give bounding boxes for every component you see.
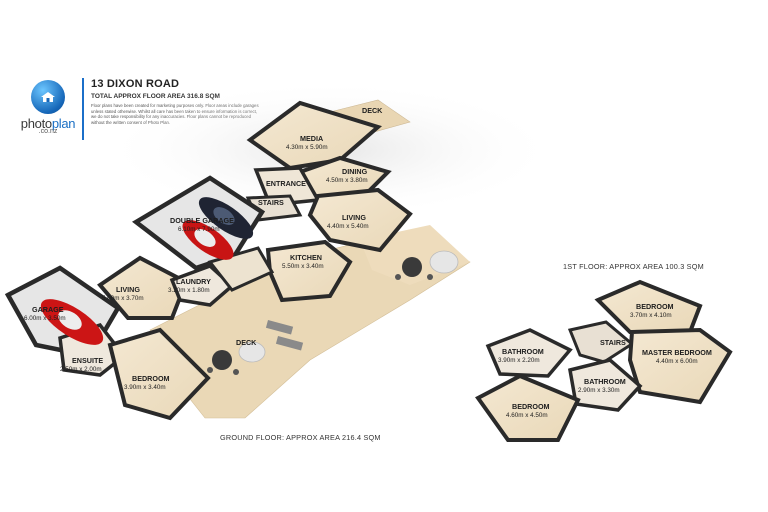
bedroom-1st-top-floor — [594, 279, 703, 334]
first-floor-plan — [475, 279, 733, 442]
media-room-dims: 4.30m x 5.90m — [286, 144, 328, 151]
bedroom-1st-bottom-name: BEDROOM — [512, 402, 550, 411]
total-area: TOTAL APPROX FLOOR AREA 316.8 SQM — [91, 93, 220, 100]
laundry-dims: 3.20m x 1.80m — [168, 287, 210, 294]
kitchen-name: KITCHEN — [290, 253, 322, 262]
bedroom-1st-top-dims: 3.70m x 4.10m — [630, 312, 672, 319]
deck-table-icon — [207, 341, 266, 375]
garage-dims: 6.00m x 3.50m — [24, 315, 66, 322]
bathroom-center-dims: 2.90m x 3.30m — [578, 387, 620, 394]
brand-name: photoplan — [20, 116, 76, 131]
brand-logo: photoplan .co.nz — [18, 80, 78, 135]
stairs-1st-label: STAIRS — [600, 338, 626, 347]
bathroom-west-floor — [485, 328, 573, 378]
ground-floor-plan — [4, 99, 471, 421]
bedroom-ground-floor — [107, 327, 211, 421]
master-bedroom-dims: 4.40m x 6.00m — [656, 358, 698, 365]
garage-red-car-icon — [40, 299, 104, 345]
laundry-name: LAUNDRY — [176, 277, 211, 286]
umbrella-table-icon — [395, 250, 459, 280]
living-main-floor — [307, 187, 413, 253]
double-garage-name: DOUBLE GARAGE — [170, 216, 234, 225]
double-garage-dims: 6.10m x 7.90m — [178, 226, 220, 233]
bathroom-west-name: BATHROOM — [502, 347, 544, 356]
bedroom-1st-bottom-floor — [475, 373, 581, 442]
property-title: 13 DIXON ROAD — [91, 78, 180, 90]
deck-loungers-icon — [265, 320, 304, 351]
stairs-ground-label: STAIRS — [258, 198, 284, 207]
red-car-icon — [182, 220, 234, 260]
master-bedroom-floor — [627, 327, 733, 405]
bathroom-center-name: BATHROOM — [584, 377, 626, 386]
stairs-1st-floor — [567, 320, 635, 364]
dining-room-dims: 4.50m x 3.80m — [326, 177, 368, 184]
dining-room-name: DINING — [342, 167, 368, 176]
deck-top-label: DECK — [362, 106, 383, 115]
house-globe-icon — [31, 80, 65, 114]
master-bedroom-name: MASTER BEDROOM — [642, 348, 712, 357]
living-main-name: LIVING — [342, 213, 366, 222]
kitchen-dims: 5.50m x 3.40m — [282, 263, 324, 270]
entrance-label: ENTRANCE — [266, 179, 306, 188]
bedroom-1st-bottom-dims: 4.60m x 4.50m — [506, 412, 548, 419]
bedroom-1st-top-name: BEDROOM — [636, 302, 674, 311]
bedroom-ground-dims: 3.90m x 3.40m — [124, 384, 166, 391]
ensuite-dims: 2.50m x 2.00m — [60, 366, 102, 373]
living-west-name: LIVING — [116, 285, 140, 294]
header-divider — [82, 78, 84, 140]
garage-name: GARAGE — [32, 305, 64, 314]
dark-car-icon — [198, 197, 254, 239]
brand-domain: .co.nz — [38, 128, 58, 135]
deck-bottom-label: DECK — [236, 338, 257, 347]
laundry-floor — [169, 263, 235, 307]
bathroom-west-dims: 3.90m x 2.20m — [498, 357, 540, 364]
ground-floor-area-label: GROUND FLOOR: APPROX AREA 216.4 SQM — [220, 433, 381, 442]
ensuite-name: ENSUITE — [72, 356, 103, 365]
living-west-dims: 5.00m x 3.70m — [102, 295, 144, 302]
media-room-name: MEDIA — [300, 134, 323, 143]
media-room-floor — [246, 100, 383, 171]
bedroom-ground-name: BEDROOM — [132, 374, 170, 383]
first-floor-area-label: 1ST FLOOR: APPROX AREA 100.3 SQM — [563, 262, 704, 271]
living-main-dims: 4.40m x 5.40m — [327, 223, 369, 230]
